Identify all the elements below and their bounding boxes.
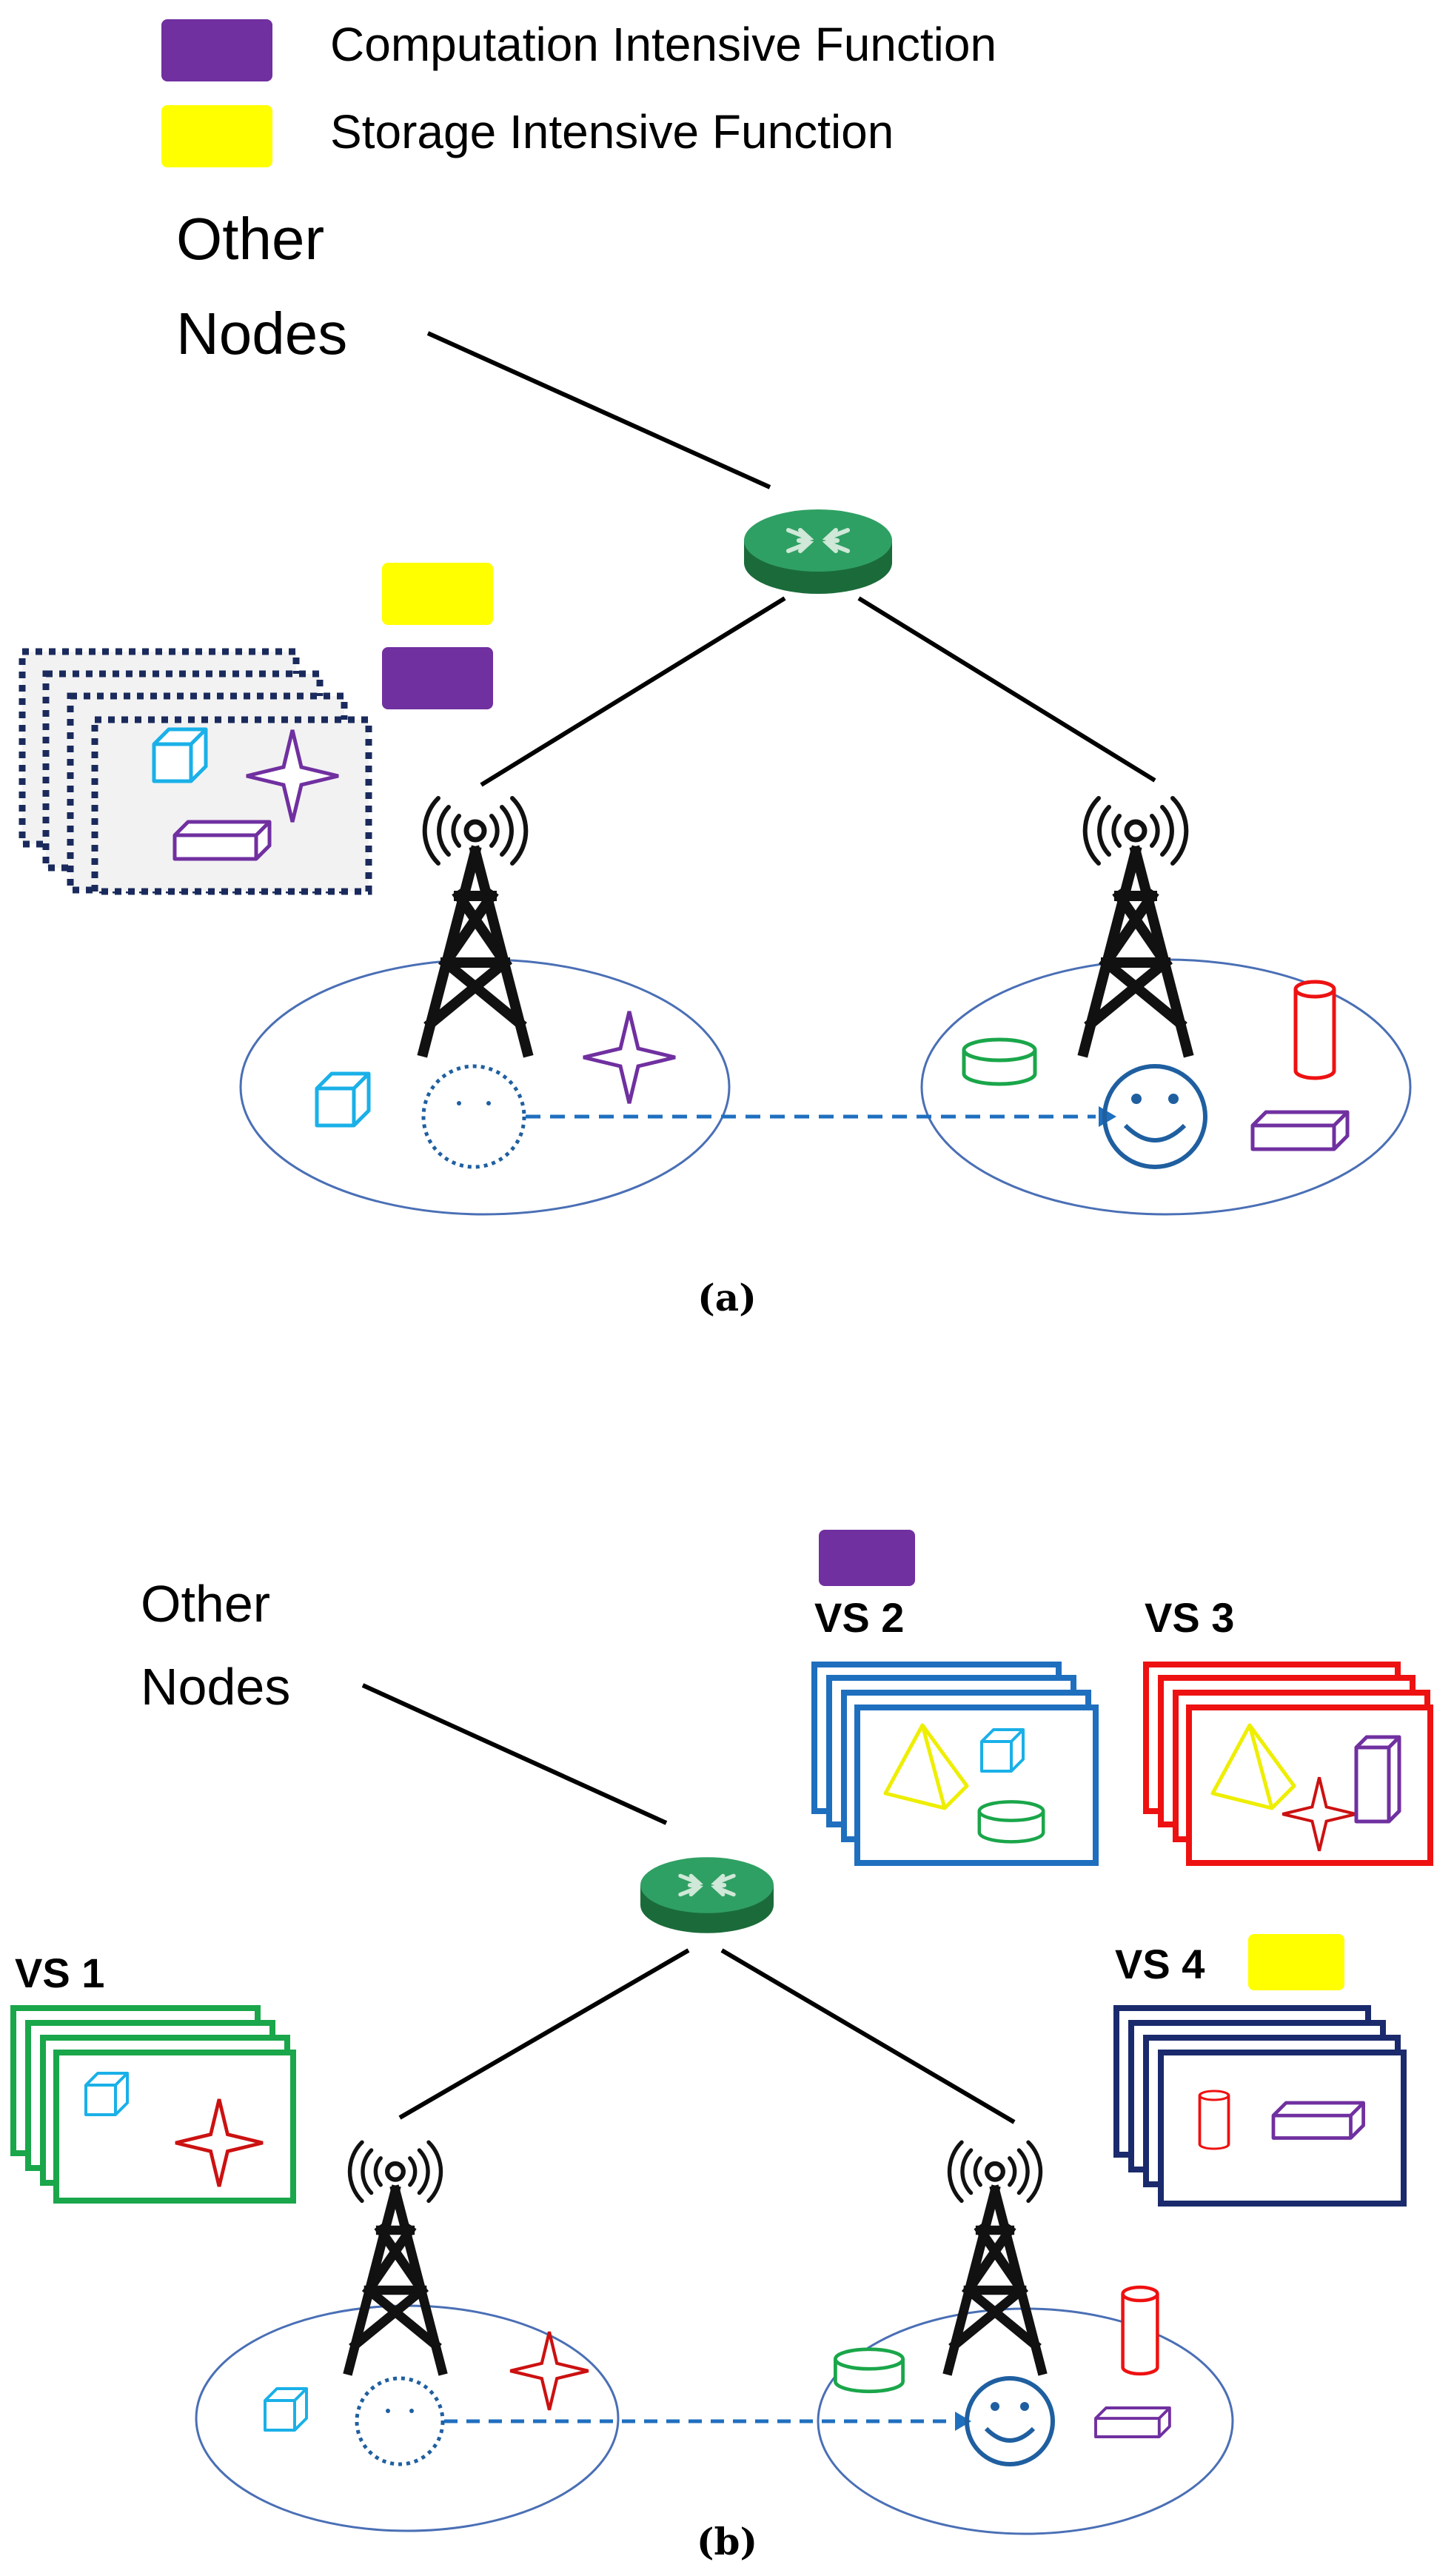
flat-cylinder-icon-right-cell (964, 1040, 1035, 1084)
vs2-slice-stack (811, 1662, 1099, 1866)
legend-computation-swatch (161, 19, 272, 81)
left-tower-icon (423, 798, 527, 1051)
link-left-tower (480, 596, 786, 787)
vs2-computation-badge (819, 1530, 915, 1586)
other-nodes-label-line2-b: Nodes (141, 1658, 290, 1716)
right-tower-icon (1084, 798, 1187, 1051)
departed-user-face-b (386, 2409, 414, 2413)
legend: Computation Intensive Function Storage I… (161, 18, 996, 167)
handover-arrow (526, 1106, 1116, 1127)
vs4-label: VS 4 (1115, 1941, 1205, 1987)
other-nodes-label-line1: Other (176, 206, 324, 272)
dotted-slice-4 (91, 716, 372, 895)
computation-function-badge (382, 647, 493, 709)
left-cell-area-b (195, 2304, 620, 2532)
legend-computation-label: Computation Intensive Function (330, 18, 996, 71)
legend-storage-label: Storage Intensive Function (330, 105, 894, 158)
flatbox-icon-right-cell (1253, 1112, 1347, 1149)
slice-cube-icon (154, 729, 206, 781)
left-tower-icon-b (349, 2142, 442, 2370)
link-right-tower (857, 596, 1156, 783)
vs2-label: VS 2 (814, 1594, 904, 1641)
tall-cylinder-icon-right-cell-b (1123, 2287, 1158, 2374)
tall-cylinder-icon-right-cell (1296, 982, 1334, 1078)
vs4-flatbox-icon (1273, 2103, 1364, 2138)
links (426, 331, 1156, 787)
other-nodes-label-line1-b: Other (141, 1575, 270, 1633)
flatbox-icon-right-cell-b (1094, 2406, 1171, 2438)
departed-user-icon (421, 1064, 526, 1169)
router-icon-b (640, 1857, 774, 1933)
router-icon (744, 509, 892, 594)
other-nodes-label-line2: Nodes (176, 301, 347, 367)
link-left-tower-b (398, 1948, 690, 2120)
caption-a: (a) (697, 1276, 757, 1319)
panel-b: Other Nodes VS 1 VS 2 (10, 1530, 1433, 2563)
right-cell-area (920, 958, 1412, 1216)
vs3-label: VS 3 (1145, 1594, 1234, 1641)
star-icon-left-cell-b (510, 2332, 588, 2409)
user-smiley-icon-b (965, 2376, 1055, 2466)
vs1-cube-icon (86, 2073, 127, 2115)
flat-cylinder-icon-right-cell-b (835, 2349, 902, 2392)
link-other-nodes-b (361, 1683, 668, 1825)
departed-user-face (457, 1101, 491, 1105)
caption-b: (b) (697, 2520, 757, 2563)
departed-user-icon-b (355, 2376, 445, 2466)
cube-icon-left-cell (317, 1074, 369, 1125)
vs4-storage-badge (1248, 1934, 1344, 1990)
panel-a: Other Nodes (19, 206, 1412, 1319)
slice-flatbox-icon (175, 822, 269, 859)
star-icon-left-cell (583, 1011, 675, 1103)
vs3-tallbox-icon (1356, 1737, 1399, 1821)
vs1-label: VS 1 (15, 1950, 104, 1996)
vs2-flatcyl-icon (979, 1801, 1043, 1841)
vs4-tallcyl-icon (1198, 2090, 1230, 2150)
right-tower-icon-b (948, 2142, 1042, 2370)
storage-function-badge (382, 563, 493, 625)
cube-icon-left-cell-b (265, 2389, 306, 2430)
link-right-tower-b (720, 1948, 1016, 2124)
legend-storage-swatch (161, 105, 272, 167)
link-other-nodes (426, 331, 771, 489)
vs1-slice-stack (10, 2005, 296, 2204)
vs2-cube-icon (982, 1730, 1023, 1771)
links-b (361, 1683, 1016, 2124)
handover-arrow-b (444, 2412, 971, 2431)
user-smiley-icon (1102, 1064, 1207, 1169)
